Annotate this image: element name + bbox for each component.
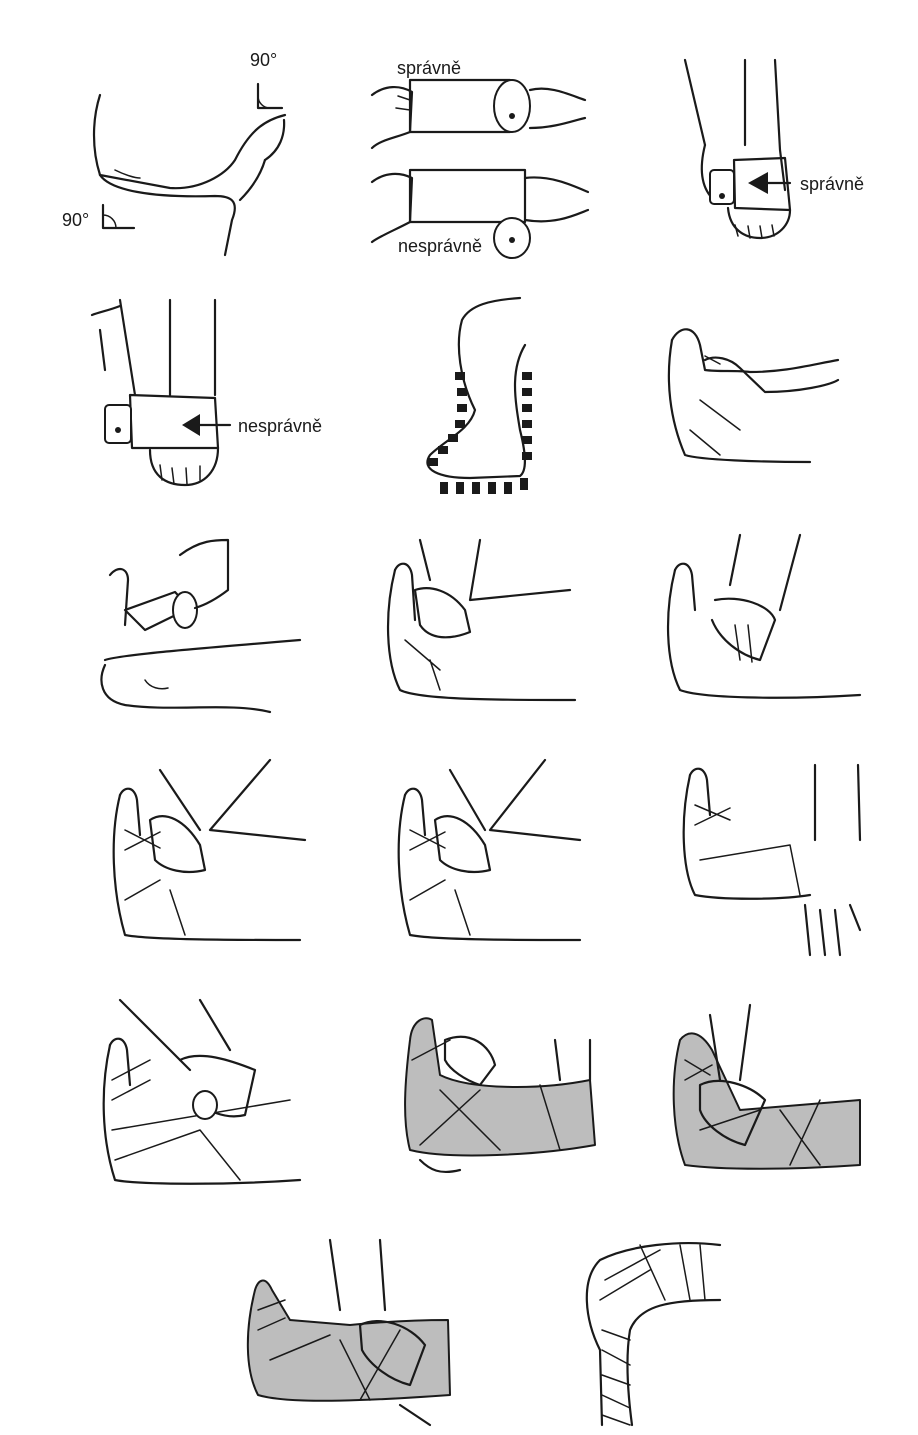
label-correct-roll: správně [397, 58, 461, 78]
panel-step-2 [102, 540, 300, 712]
panel-step-9 [405, 1018, 595, 1172]
panel-step-8 [104, 1000, 300, 1184]
angle-label-knee: 90° [250, 50, 277, 70]
panel-step-6 [399, 760, 580, 940]
arrow-correct-icon [748, 172, 768, 194]
panel-topview-incorrect: nesprávně [92, 300, 322, 485]
label-correct-direction: správně [800, 174, 864, 194]
angle-label-ankle: 90° [62, 210, 89, 230]
panel-step-10 [674, 1005, 860, 1169]
panel-step-7 [684, 765, 860, 955]
panel-step-12-knee [587, 1243, 720, 1425]
panel-roll-orientation: správně nesprávně [372, 58, 588, 258]
panel-leg-positioning: 90° 90° [62, 50, 285, 255]
panel-step-3 [388, 540, 575, 700]
panel-step-5 [114, 760, 305, 940]
panel-step-1 [669, 329, 838, 462]
label-incorrect-direction: nesprávně [238, 416, 322, 436]
label-incorrect-roll: nesprávně [398, 236, 482, 256]
panel-topview-correct: správně [685, 60, 864, 238]
panel-flow-direction [427, 298, 532, 494]
arrow-incorrect-icon [182, 414, 200, 436]
panel-step-4 [668, 535, 860, 698]
panel-step-11 [248, 1240, 450, 1425]
